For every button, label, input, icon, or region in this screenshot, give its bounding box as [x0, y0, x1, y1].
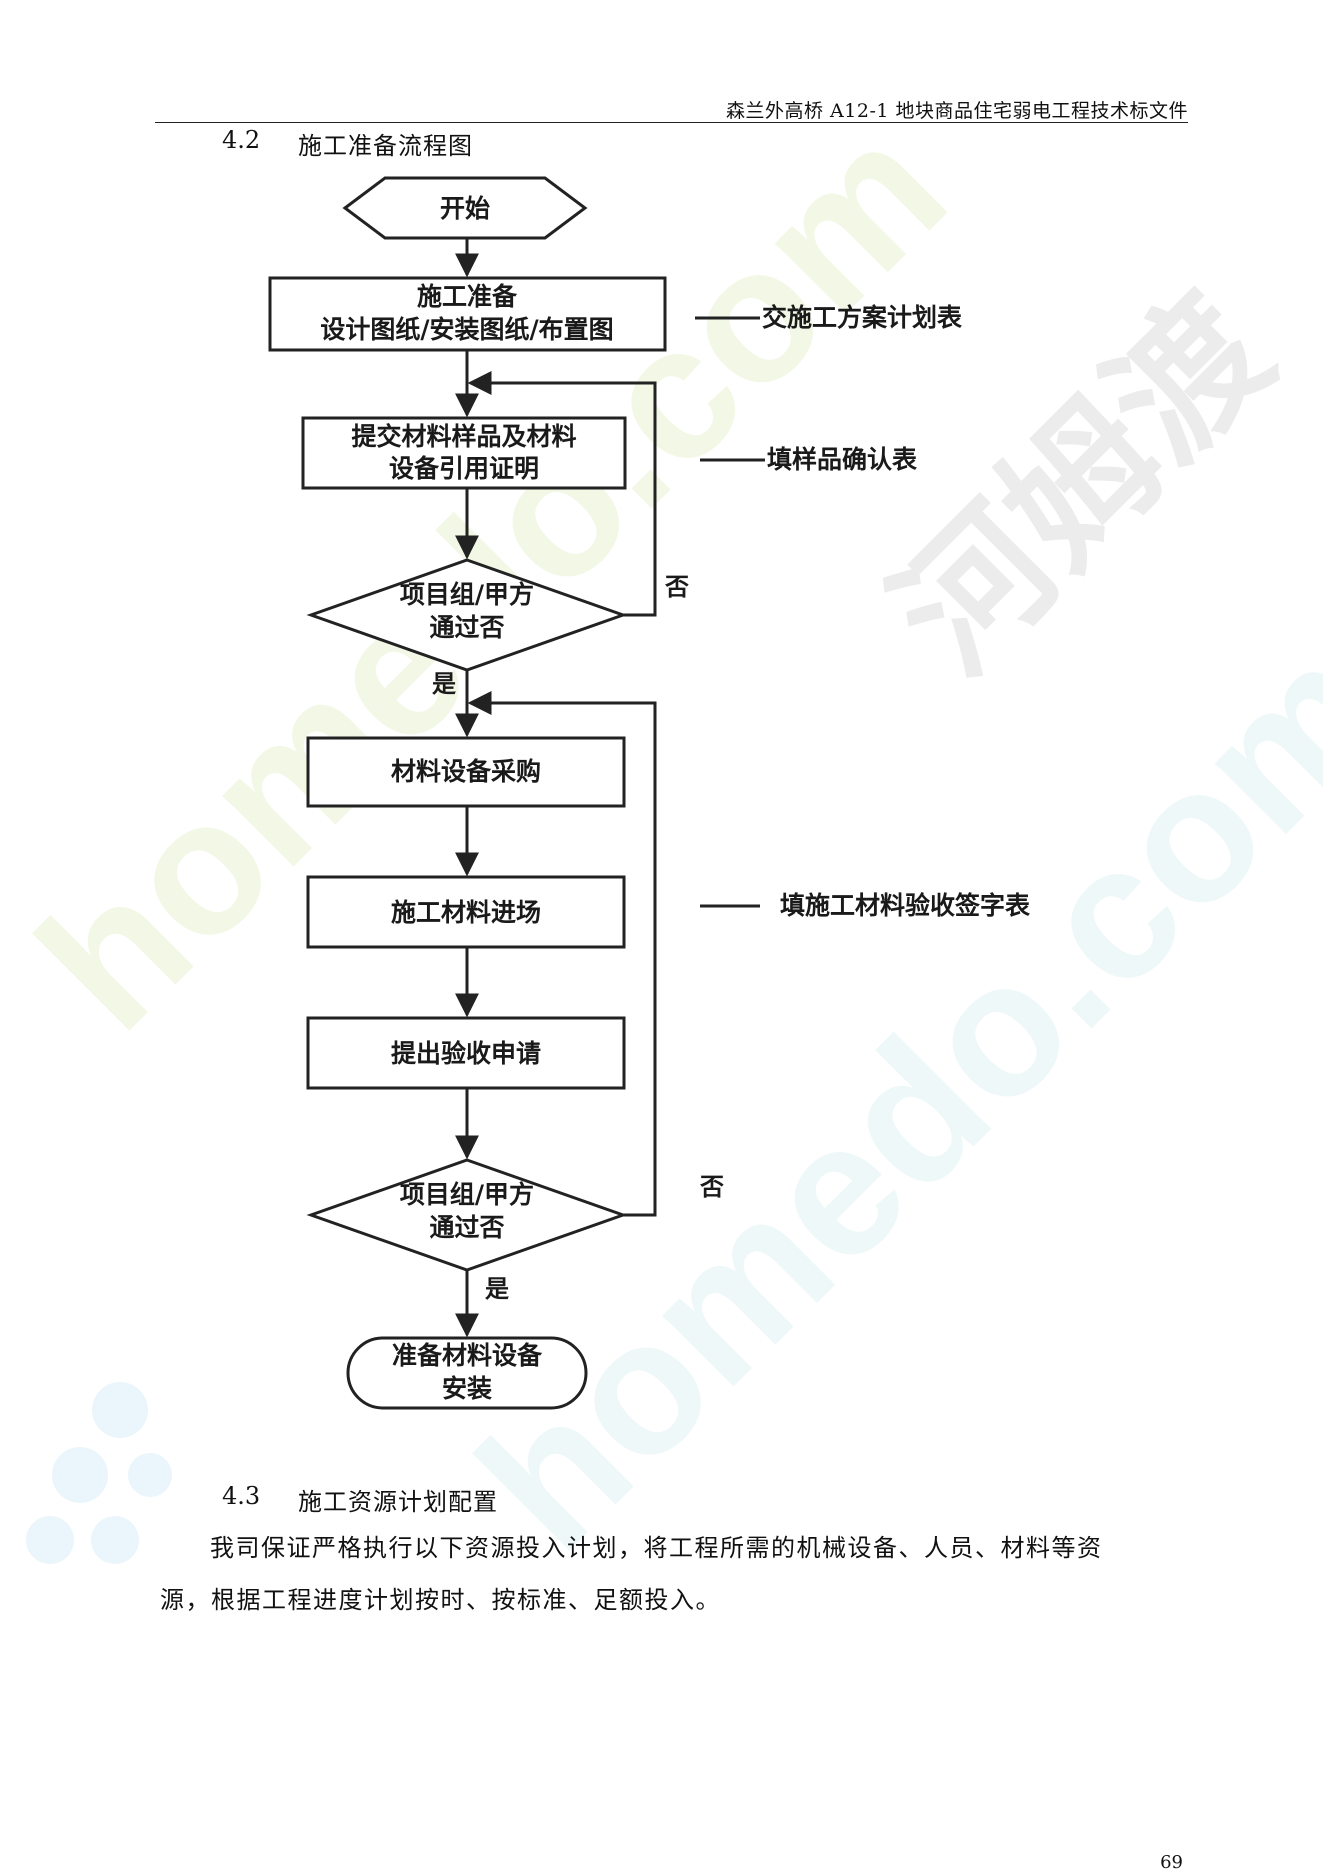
- section-4-3-number: 4.3: [222, 1482, 261, 1510]
- note-sample: 填样品确认表: [767, 445, 918, 474]
- flowchart: 开始 施工准备 设计图纸/安装图纸/布置图 交施工方案计划表 提交材料样品及材料…: [268, 176, 1031, 1410]
- decision2-line2: 通过否: [429, 1213, 504, 1242]
- section-4-3-paragraph: 我司保证严格执行以下资源投入计划，将工程所需的机械设备、人员、材料等资 源，根据…: [160, 1522, 1190, 1626]
- purchase-box-label: 材料设备采购: [391, 757, 541, 786]
- enter-site-box: [306, 875, 626, 949]
- decision1-line1: 项目组/甲方: [400, 580, 534, 609]
- decision1-no-label: 否: [664, 572, 689, 601]
- start-node: [342, 176, 588, 240]
- acceptance-request-box: [306, 1016, 626, 1090]
- end-node-line1: 准备材料设备: [392, 1341, 543, 1370]
- decision1-yes-label: 是: [432, 669, 456, 698]
- paragraph-line-1: 我司保证严格执行以下资源投入计划，将工程所需的机械设备、人员、材料等资: [210, 1534, 1103, 1562]
- page-number: 69: [1160, 1852, 1183, 1873]
- page-header: 森兰外高桥 A12-1 地块商品住宅弱电工程技术标文件: [155, 92, 1188, 123]
- prep-box-line2: 设计图纸/安装图纸/布置图: [320, 315, 613, 344]
- enter-site-box-label: 施工材料进场: [391, 898, 541, 927]
- prep-box: [268, 276, 667, 352]
- prep-box-line1: 施工准备: [417, 282, 518, 311]
- acceptance-request-box-label: 提出验收申请: [391, 1039, 541, 1068]
- submit-box: [301, 416, 627, 490]
- section-4-3-title: 施工资源计划配置: [298, 1488, 498, 1516]
- section-4-2-number: 4.2: [222, 126, 261, 154]
- watermark-flower-icon: [26, 1382, 172, 1564]
- decision1-line2: 通过否: [429, 613, 504, 642]
- start-node-label: 开始: [440, 194, 490, 223]
- section-4-2-title: 施工准备流程图: [298, 132, 473, 160]
- header-title: 森兰外高桥 A12-1 地块商品住宅弱电工程技术标文件: [726, 100, 1188, 122]
- note-plan: 交施工方案计划表: [762, 303, 963, 332]
- submit-box-line1: 提交材料样品及材料: [351, 422, 576, 451]
- note-acceptance: 填施工材料验收签字表: [780, 891, 1031, 920]
- end-node-line2: 安装: [442, 1374, 492, 1403]
- decision2-no-label: 否: [699, 1172, 724, 1201]
- decision1-no-loop: [467, 371, 657, 617]
- paragraph-line-2: 源，根据工程进度计划按时、按标准、足额投入。: [160, 1586, 721, 1614]
- decision2-yes-label: 是: [485, 1274, 509, 1303]
- end-node: [346, 1336, 588, 1410]
- decision2-no-loop: [467, 691, 657, 1217]
- decision2-line1: 项目组/甲方: [400, 1180, 534, 1209]
- submit-box-line2: 设备引用证明: [389, 454, 539, 483]
